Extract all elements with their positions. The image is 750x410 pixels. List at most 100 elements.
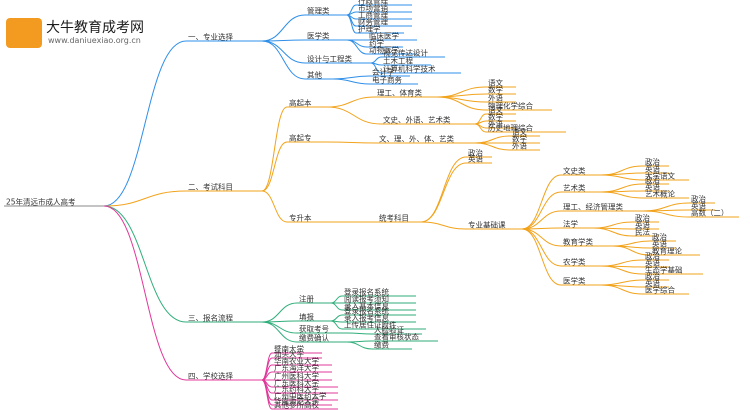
node-1-0-1-1-label: 数学 bbox=[488, 112, 503, 122]
connector-line bbox=[592, 221, 634, 229]
connector-line bbox=[436, 93, 487, 98]
node-1-2-0-2-3-1-label: 英语 bbox=[635, 220, 650, 230]
node-0-2-0-label: 视觉传达设计 bbox=[383, 48, 428, 58]
node-2-1-label: 填报 bbox=[299, 312, 314, 322]
node-1-2-0-label: 统考科目 bbox=[379, 213, 409, 223]
root-node-label: 25年清远市成人高考 bbox=[6, 197, 76, 207]
node-1-1-0-1-label: 数学 bbox=[512, 134, 527, 144]
node-1-0-0-1-label: 数学 bbox=[488, 85, 503, 95]
connector-line bbox=[326, 141, 378, 144]
node-2-0-0-label: 登录报名系统 bbox=[344, 287, 389, 297]
node-1-2-0-2-6-2-label: 医学综合 bbox=[645, 285, 675, 295]
node-1-label: 二、考试科目 bbox=[188, 182, 233, 192]
node-1-2-0-2-4-1-label: 英语 bbox=[652, 239, 667, 249]
node-1-2-0-2-1-label: 艺术类 bbox=[563, 183, 586, 193]
node-3-3-label: 广东海洋大学 bbox=[274, 363, 319, 373]
node-1-2-0-1-label: 英语 bbox=[468, 154, 483, 164]
connector-line bbox=[261, 190, 288, 223]
node-1-2-0-2-0-0-label: 政治 bbox=[645, 157, 660, 167]
node-0-3-0-label: 会计学 bbox=[372, 67, 395, 77]
connector-line bbox=[436, 96, 487, 111]
node-1-1-0-2-label: 外语 bbox=[512, 141, 527, 151]
connector-line bbox=[326, 96, 376, 108]
connector-line bbox=[103, 40, 187, 207]
node-2-1-1-label: 录入报考信息 bbox=[344, 313, 389, 323]
node-0-0-3-label: 财务管理 bbox=[358, 17, 388, 27]
node-2-3-0-label: 查看审核状态 bbox=[374, 332, 419, 342]
node-1-2-0-2-5-1-label: 英语 bbox=[645, 258, 660, 268]
node-0-1-0-label: 临床医学 bbox=[369, 31, 399, 41]
connector-line bbox=[474, 123, 487, 133]
node-1-2-0-2-label: 专业基础课 bbox=[468, 220, 506, 230]
book-logo-icon bbox=[6, 18, 42, 48]
connector-line bbox=[600, 172, 644, 176]
connector-line bbox=[261, 302, 298, 323]
node-1-2-0-2-6-0-label: 政治 bbox=[645, 271, 660, 281]
node-1-2-0-2-5-0-label: 政治 bbox=[645, 251, 660, 261]
node-0-0-4-label: 护理学 bbox=[358, 24, 381, 34]
node-2-2-label: 获取考号 bbox=[299, 324, 329, 334]
connector-line bbox=[330, 302, 343, 311]
node-2-3-1-label: 缴费 bbox=[374, 340, 389, 350]
connector-line bbox=[370, 56, 382, 64]
node-0-0-1-label: 市场营销 bbox=[358, 3, 388, 13]
connector-line bbox=[346, 332, 373, 335]
node-1-2-0-0-label: 政治 bbox=[468, 148, 483, 158]
connector-line bbox=[420, 162, 467, 223]
node-1-1-0-0-label: 语文 bbox=[512, 127, 527, 137]
connector-line bbox=[330, 314, 343, 322]
node-0-2-2-label: 计算机科学技术 bbox=[383, 64, 436, 74]
node-1-1-0-label: 文、理、外、体、艺类 bbox=[379, 134, 454, 144]
node-1-2-0-2-0-2-label: 大学语文 bbox=[645, 171, 675, 181]
node-1-2-0-2-1-2-label: 艺术概论 bbox=[645, 189, 675, 199]
node-1-0-1-0-label: 语文 bbox=[488, 105, 503, 115]
connector-line bbox=[612, 240, 651, 247]
connector-line bbox=[346, 14, 357, 34]
connector-line bbox=[261, 14, 306, 42]
node-1-2-0-2-1-1-label: 英语 bbox=[645, 182, 660, 192]
node-2-label: 三、报名流程 bbox=[188, 313, 233, 323]
node-1-2-0-2-5-label: 农学类 bbox=[563, 257, 586, 267]
node-2-2-0-label: 人脸验证 bbox=[374, 325, 404, 335]
connector-line bbox=[612, 245, 651, 256]
node-0-2-1-label: 土木工程 bbox=[383, 56, 413, 66]
connector-line bbox=[521, 210, 562, 230]
connector-line bbox=[261, 321, 298, 343]
connector-line bbox=[600, 174, 644, 181]
connector-line bbox=[521, 228, 562, 267]
node-1-2-0-2-3-2-label: 民法 bbox=[635, 227, 650, 237]
connector-line bbox=[346, 39, 368, 48]
node-0-0-label: 管理类 bbox=[307, 6, 330, 16]
node-1-0-label: 高起本 bbox=[289, 98, 312, 108]
node-1-2-0-2-3-0-label: 政治 bbox=[635, 213, 650, 223]
connector-line bbox=[103, 205, 187, 323]
connector-line bbox=[346, 341, 373, 350]
node-0-1-2-label: 动物医学 bbox=[369, 45, 399, 55]
connector-line bbox=[261, 379, 273, 410]
connector-line bbox=[332, 75, 371, 80]
node-1-2-0-2-0-1-label: 英语 bbox=[645, 164, 660, 174]
connector-line bbox=[330, 320, 343, 330]
node-0-1-1-label: 药学 bbox=[369, 38, 384, 48]
node-1-2-0-2-0-label: 文史类 bbox=[563, 166, 586, 176]
node-1-2-0-2-4-2-label: 教育理论 bbox=[652, 246, 682, 256]
site-title: 大牛教育成考网 bbox=[46, 20, 144, 36]
node-3-label: 四、学校选择 bbox=[188, 371, 233, 381]
node-1-0-1-2-label: 外语 bbox=[488, 119, 503, 129]
node-1-0-1-3-label: 历史地理综合 bbox=[488, 123, 533, 133]
node-1-2-0-2-3-label: 法学 bbox=[563, 219, 578, 229]
connector-line bbox=[330, 295, 343, 304]
site-url: www.daniuexiao.org.cn bbox=[48, 36, 141, 45]
node-1-0-0-0-label: 语文 bbox=[488, 78, 503, 88]
node-0-0-2-label: 工商管理 bbox=[358, 10, 388, 20]
connector-line bbox=[474, 142, 511, 151]
node-3-1-label: 汕头大学 bbox=[274, 349, 304, 359]
site-logo[interactable]: 大牛教育成考网 www.daniuexiao.org.cn bbox=[6, 16, 216, 50]
connector-line bbox=[326, 106, 382, 125]
node-1-0-0-2-label: 外语 bbox=[488, 93, 503, 103]
connector-line bbox=[600, 284, 644, 295]
connector-line bbox=[103, 205, 187, 381]
connector-line bbox=[600, 265, 644, 275]
connector-line bbox=[420, 156, 467, 223]
